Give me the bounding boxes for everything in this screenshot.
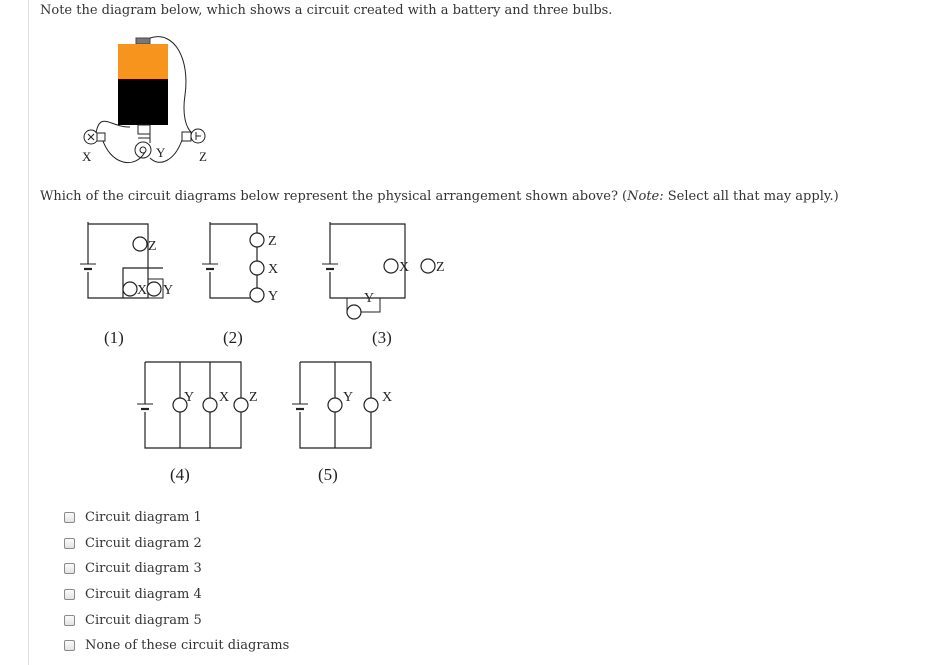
d3-label-z: Z bbox=[436, 260, 445, 275]
d5-label-x: X bbox=[382, 390, 392, 405]
battery-bottom bbox=[118, 79, 168, 125]
physical-label-x: X bbox=[82, 149, 92, 164]
answer-options: Circuit diagram 1 Circuit diagram 2 Circ… bbox=[64, 505, 289, 659]
option-circuit-diagram-3[interactable]: Circuit diagram 3 bbox=[64, 556, 289, 582]
circuit-diagram-4 bbox=[137, 361, 249, 449]
option-circuit-diagram-2[interactable]: Circuit diagram 2 bbox=[64, 531, 289, 557]
bulb-z-icon bbox=[420, 258, 436, 274]
prompt-main: Which of the circuit diagrams below repr… bbox=[40, 189, 628, 204]
bulb-x-icon bbox=[249, 260, 265, 276]
circuit-diagram-3 bbox=[322, 222, 436, 320]
left-border bbox=[28, 0, 29, 665]
bulb-x-icon bbox=[363, 397, 379, 413]
d2-label-y: Y bbox=[268, 289, 278, 304]
bulb-y-icon bbox=[134, 141, 152, 159]
diagram-number-3: (3) bbox=[372, 328, 392, 347]
option-circuit-diagram-5[interactable]: Circuit diagram 5 bbox=[64, 607, 289, 633]
d1-label-y: Y bbox=[163, 283, 173, 298]
checkbox[interactable] bbox=[64, 589, 75, 601]
circuit-diagram-5 bbox=[292, 361, 379, 449]
bulb-y-icon bbox=[146, 281, 162, 297]
option-label: Circuit diagram 2 bbox=[85, 535, 202, 551]
checkbox[interactable] bbox=[64, 537, 75, 549]
checkbox[interactable] bbox=[64, 614, 75, 626]
option-label: Circuit diagram 4 bbox=[85, 587, 202, 603]
diagram-number-4: (4) bbox=[170, 465, 190, 484]
bulb-z-icon bbox=[132, 236, 148, 252]
prompt-note-text: Select all that may apply.) bbox=[663, 189, 839, 204]
circuit-diagram-1 bbox=[80, 222, 164, 299]
circuit-diagram-2 bbox=[202, 222, 265, 303]
d4-label-z: Z bbox=[249, 390, 258, 405]
d4-label-y: Y bbox=[184, 390, 194, 405]
bulb-z-icon bbox=[249, 232, 265, 248]
physical-label-y: Y bbox=[156, 145, 166, 160]
physical-label-z: Z bbox=[199, 149, 207, 164]
bulb-y-icon bbox=[327, 397, 343, 413]
checkbox[interactable] bbox=[64, 563, 75, 575]
bulb-x-icon bbox=[122, 281, 138, 297]
option-label: Circuit diagram 1 bbox=[85, 510, 202, 526]
bulb-z-icon bbox=[181, 128, 206, 144]
bulb-z-icon bbox=[233, 397, 249, 413]
checkbox[interactable] bbox=[64, 640, 75, 652]
option-label: Circuit diagram 5 bbox=[85, 612, 202, 628]
d1-label-z: Z bbox=[148, 239, 157, 254]
bulb-x-icon bbox=[383, 258, 399, 274]
option-label: Circuit diagram 3 bbox=[85, 561, 202, 577]
physical-circuit-diagram bbox=[83, 36, 206, 163]
diagram-number-1: (1) bbox=[104, 328, 124, 347]
bulb-x-icon bbox=[83, 129, 106, 145]
question-prompt: Which of the circuit diagrams below repr… bbox=[40, 189, 839, 204]
option-label: None of these circuit diagrams bbox=[85, 638, 290, 654]
option-none[interactable]: None of these circuit diagrams bbox=[64, 633, 289, 659]
question-intro: Note the diagram below, which shows a ci… bbox=[40, 3, 613, 18]
d2-label-z: Z bbox=[268, 234, 277, 249]
option-circuit-diagram-1[interactable]: Circuit diagram 1 bbox=[64, 505, 289, 531]
bulb-x-icon bbox=[202, 397, 218, 413]
prompt-note-label: Note: bbox=[627, 189, 664, 204]
diagram-number-2: (2) bbox=[223, 328, 243, 347]
battery-socket-icon bbox=[137, 124, 151, 139]
bulb-y-icon bbox=[346, 304, 362, 320]
d3-label-x: X bbox=[399, 260, 409, 275]
d1-label-x: X bbox=[137, 283, 147, 298]
diagram-number-5: (5) bbox=[318, 465, 338, 484]
battery-top bbox=[118, 44, 168, 79]
option-circuit-diagram-4[interactable]: Circuit diagram 4 bbox=[64, 582, 289, 608]
d2-label-x: X bbox=[268, 262, 278, 277]
checkbox[interactable] bbox=[64, 512, 75, 524]
bulb-y-icon bbox=[172, 397, 188, 413]
d5-label-y: Y bbox=[343, 390, 353, 405]
bulb-y-icon bbox=[249, 287, 265, 303]
d4-label-x: X bbox=[219, 390, 229, 405]
d3-label-y: Y bbox=[364, 291, 374, 306]
